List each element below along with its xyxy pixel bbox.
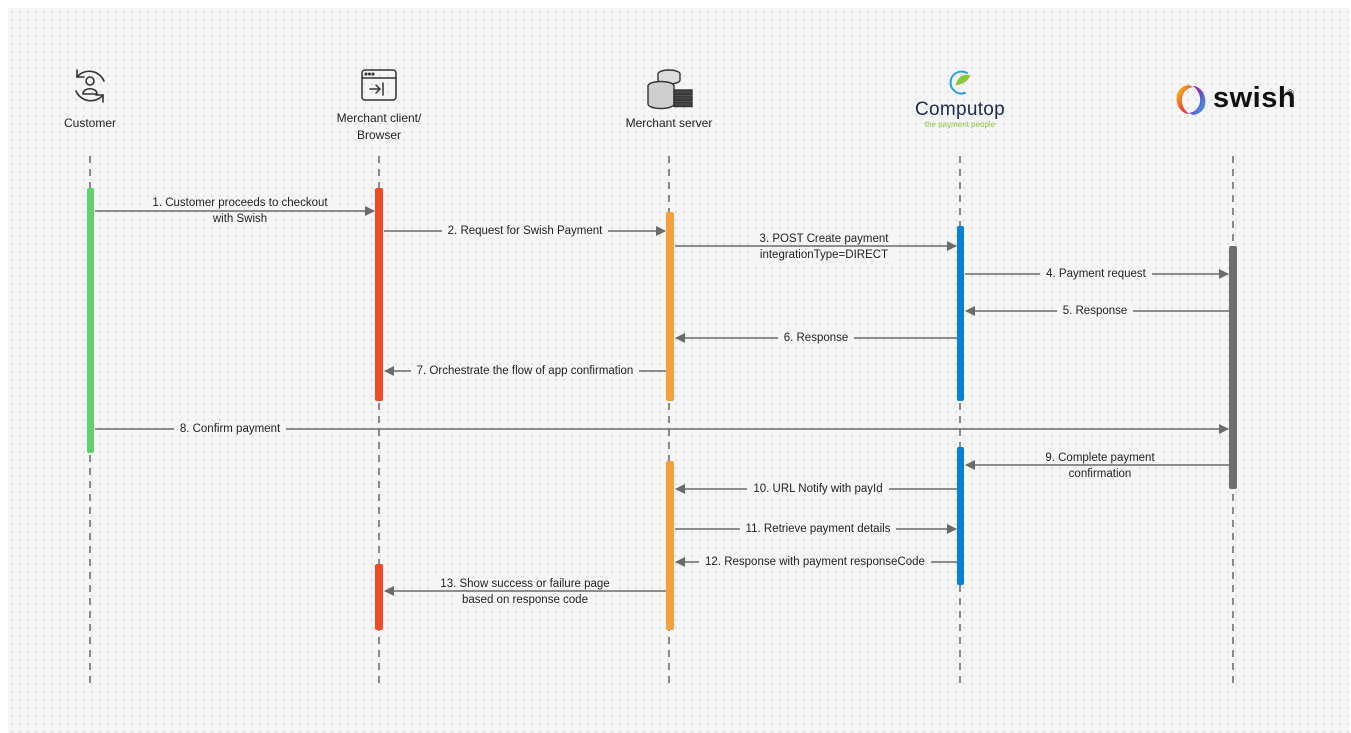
message-3-label: 3. POST Create payment integrationType=D… <box>724 231 924 263</box>
merchant-server-label: Merchant server <box>625 116 713 130</box>
swish-wordmark: swish <box>1213 82 1297 114</box>
message-13-line1: 13. Show success or failure page <box>425 576 625 592</box>
message-10-label: 10. URL Notify with payId <box>738 481 898 497</box>
activation-computop-1 <box>957 226 964 401</box>
message-9-line2-text: confirmation <box>1062 468 1138 480</box>
message-1-line2: with Swish <box>140 211 340 227</box>
message-5-label: 5. Response <box>1025 303 1165 319</box>
message-6-label: 6. Response <box>746 330 886 346</box>
message-6-line1: 6. Response <box>777 332 855 344</box>
message-9-line1: 9. Complete payment <box>1025 450 1175 466</box>
message-1-line1: 1. Customer proceeds to checkout <box>140 195 340 211</box>
message-8-line1: 8. Confirm payment <box>173 423 287 435</box>
swish-logo-icon <box>1176 85 1206 115</box>
message-1-label: 1. Customer proceeds to checkout with Sw… <box>140 195 340 227</box>
message-7-label: 7. Orchestrate the flow of app confirmat… <box>405 363 645 379</box>
database-server-icon <box>647 69 693 110</box>
merchant-client-label-line2: Browser <box>356 128 401 142</box>
activation-swish <box>1229 246 1237 489</box>
customer-label: Customer <box>63 116 116 130</box>
message-9-line2: confirmation <box>1025 466 1175 482</box>
message-12-label: 12. Response with payment responseCode <box>690 554 940 570</box>
computop-wordmark: Computop <box>914 99 1006 120</box>
swish-registered-mark: ® <box>1287 88 1294 98</box>
lifelines <box>89 156 1234 684</box>
message-4-line1: 4. Payment request <box>1040 268 1152 280</box>
message-2-line1: 2. Request for Swish Payment <box>441 225 609 237</box>
message-3-line2-text: integrationType=DIRECT <box>753 249 895 261</box>
message-11-line1: 11. Retrieve payment details <box>739 523 897 535</box>
customer-sync-icon <box>75 69 105 103</box>
message-5-line1: 5. Response <box>1056 305 1134 317</box>
message-3-line2: integrationType=DIRECT <box>724 247 924 263</box>
message-3-line1-text: 3. POST Create payment <box>753 233 895 245</box>
activation-merchant-server-1 <box>666 212 674 401</box>
browser-window-icon <box>361 69 397 101</box>
computop-logo-icon <box>949 70 971 95</box>
message-13-label: 13. Show success or failure page based o… <box>425 576 625 608</box>
message-10-line1: 10. URL Notify with payId <box>747 483 889 495</box>
computop-tagline: the payment people <box>924 120 996 129</box>
message-13-line2: based on response code <box>425 592 625 608</box>
message-2-label: 2. Request for Swish Payment <box>425 223 625 239</box>
message-13-line2-text: based on response code <box>456 594 594 606</box>
message-12-line1: 12. Response with payment responseCode <box>699 556 931 568</box>
message-13-line1-text: 13. Show success or failure page <box>434 578 616 590</box>
merchant-client-label-line1: Merchant client/ <box>336 111 422 125</box>
merchant-client-label: Merchant client/ Browser <box>299 110 459 144</box>
activation-merchant-client-2 <box>375 564 383 630</box>
activation-computop-2 <box>957 447 964 585</box>
message-9-label: 9. Complete payment confirmation <box>1025 450 1175 482</box>
message-9-line1-text: 9. Complete payment <box>1039 452 1161 464</box>
message-1-line1-text: 1. Customer proceeds to checkout <box>146 197 334 209</box>
sequence-diagram-canvas <box>8 8 1349 733</box>
message-1-line2-text: with Swish <box>206 213 274 225</box>
message-7-line1: 7. Orchestrate the flow of app confirmat… <box>410 365 640 377</box>
activation-merchant-client-1 <box>375 188 383 401</box>
message-8-label: 8. Confirm payment <box>160 421 300 437</box>
message-11-label: 11. Retrieve payment details <box>728 521 908 537</box>
activation-customer <box>87 188 94 453</box>
message-4-label: 4. Payment request <box>1006 266 1186 282</box>
activation-merchant-server-2 <box>666 461 674 630</box>
message-3-line1: 3. POST Create payment <box>724 231 924 247</box>
